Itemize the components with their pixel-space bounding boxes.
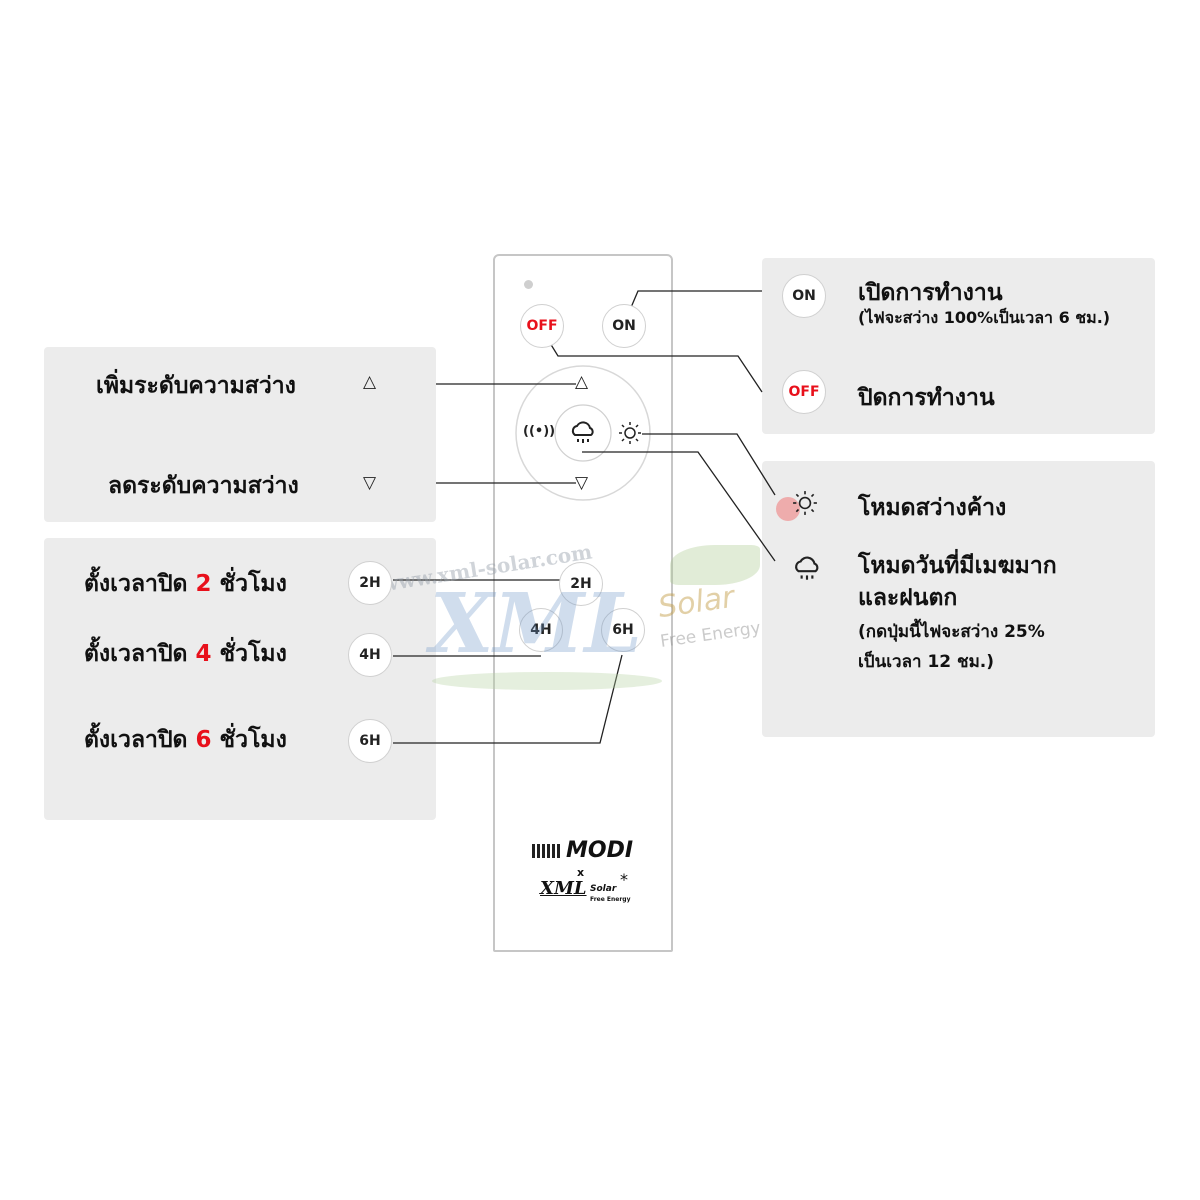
cloudy-mode-note-line1: (กดปุ่มนี้ไฟจะสว่าง 25% (858, 622, 1045, 642)
remote-sun-icon[interactable] (618, 421, 642, 445)
power-off-title: ปิดการทำงาน (858, 385, 995, 411)
timer-4h-suffix: ชั่วโมง (219, 641, 287, 667)
increase-brightness-label: เพิ่มระดับความสว่าง (96, 373, 296, 399)
remote-2h-button[interactable]: 2H (559, 562, 603, 606)
remote-down-icon[interactable]: ▽ (575, 473, 589, 493)
xml-logo-free: Free Energy (590, 896, 631, 903)
timer-2h-badge: 2H (348, 561, 392, 605)
cloudy-mode-cloud-rain-icon (795, 556, 819, 580)
off-badge: OFF (782, 370, 826, 414)
xml-logo-star-icon: * (620, 870, 628, 889)
bright-mode-title: โหมดสว่างค้าง (858, 495, 1007, 521)
remote-off-button[interactable]: OFF (520, 304, 564, 348)
brand-x: x (577, 866, 585, 879)
bright-mode-sun-icon (793, 491, 817, 515)
modi-logo-mark (532, 844, 562, 858)
xml-logo-solar: Solar (590, 884, 617, 894)
indicator-led (524, 280, 533, 289)
on-badge: ON (782, 274, 826, 318)
timer-4h-badge: 4H (348, 633, 392, 677)
timer-4h-prefix: ตั้งเวลาปิด (84, 641, 188, 667)
remote-up-icon[interactable]: △ (575, 372, 589, 392)
timer-6h-badge: 6H (348, 719, 392, 763)
brightness-panel (44, 347, 436, 522)
modi-logo-text: MODI (566, 838, 634, 863)
xml-logo: XML Solar Free Energy * (540, 870, 640, 908)
cloudy-mode-title-line2: และฝนตก (858, 585, 958, 611)
remote-signal-icon[interactable]: ((•)) (523, 424, 556, 439)
remote-cloud-rain-icon[interactable] (569, 420, 597, 446)
timer-6h-number: 6 (195, 727, 212, 753)
timer-2h-number: 2 (195, 571, 212, 597)
watermark-splash-icon (776, 497, 800, 521)
timer-6h-prefix: ตั้งเวลาปิด (84, 727, 188, 753)
xml-logo-text: XML (540, 878, 587, 899)
timer-6h-label: ตั้งเวลาปิด 6 ชั่วโมง (84, 722, 287, 758)
mode-panel (762, 461, 1155, 737)
remote-6h-button[interactable]: 6H (601, 608, 645, 652)
decrease-brightness-label: ลดระดับความสว่าง (108, 473, 299, 499)
watermark-swoosh-icon (432, 672, 662, 690)
remote-4h-button[interactable]: 4H (519, 608, 563, 652)
power-on-note: (ไฟจะสว่าง 100%เป็นเวลา 6 ชม.) (858, 308, 1111, 327)
decrease-brightness-icon: ▽ (363, 473, 377, 493)
timer-4h-label: ตั้งเวลาปิด 4 ชั่วโมง (84, 636, 287, 672)
cloudy-mode-title-line1: โหมดวันที่มีเมฆมาก (858, 553, 1057, 579)
timer-2h-label: ตั้งเวลาปิด 2 ชั่วโมง (84, 566, 287, 602)
timer-4h-number: 4 (195, 641, 212, 667)
increase-brightness-icon: △ (363, 372, 377, 392)
timer-6h-suffix: ชั่วโมง (219, 727, 287, 753)
cloudy-mode-note-line2: เป็นเวลา 12 ชม.) (858, 652, 995, 672)
watermark-leaf-icon (670, 545, 760, 585)
modi-logo: MODI (532, 838, 642, 868)
power-on-title: เปิดการทำงาน (858, 280, 1003, 306)
remote-on-button[interactable]: ON (602, 304, 646, 348)
power-panel (762, 258, 1155, 434)
timer-2h-prefix: ตั้งเวลาปิด (84, 571, 188, 597)
timer-2h-suffix: ชั่วโมง (219, 571, 287, 597)
